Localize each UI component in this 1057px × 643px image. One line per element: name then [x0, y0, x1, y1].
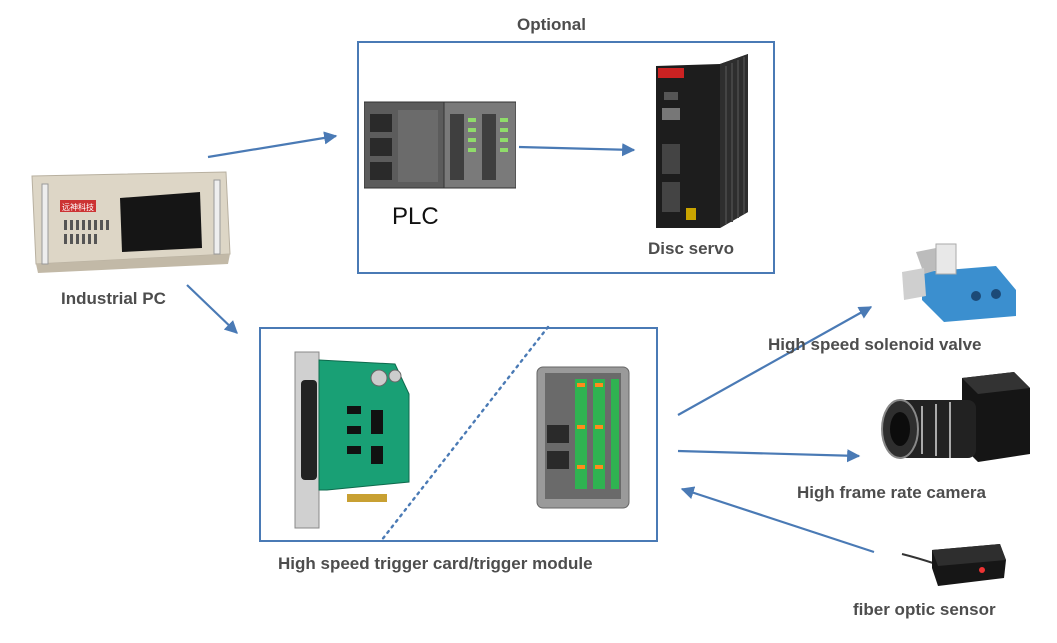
disc-servo-image — [656, 54, 748, 228]
pc-badge: 远神科技 — [62, 202, 94, 212]
trigger-box — [259, 327, 658, 542]
trigger-module-image — [536, 366, 630, 509]
divider-dotted — [379, 325, 550, 543]
plc-label: PLC — [392, 203, 439, 230]
arrow-pc-to-plc — [207, 131, 338, 159]
fiber-sensor-image — [901, 544, 1006, 586]
industrial-pc-image: 远神科技 — [31, 171, 231, 273]
disc-servo-label: Disc servo — [648, 239, 734, 258]
arrow-plc-to-servo — [518, 143, 636, 157]
camera-label: High frame rate camera — [797, 483, 986, 502]
solenoid-valve-image — [902, 243, 1016, 322]
optional-box — [357, 41, 775, 274]
solenoid-label: High speed solenoid valve — [768, 335, 982, 354]
arrow-sensor-to-trigger — [680, 486, 875, 554]
arrow-trigger-to-solenoid — [677, 306, 873, 416]
arrow-trigger-to-camera — [677, 449, 861, 463]
trigger-label: High speed trigger card/trigger module — [278, 554, 593, 573]
trigger-card-image — [294, 351, 410, 529]
industrial-pc-label: Industrial PC — [61, 289, 166, 308]
camera-image — [881, 372, 1030, 462]
optional-title: Optional — [517, 15, 586, 34]
plc-image — [364, 101, 516, 189]
arrow-pc-to-trigger — [186, 284, 238, 334]
sensor-label: fiber optic sensor — [853, 600, 996, 619]
